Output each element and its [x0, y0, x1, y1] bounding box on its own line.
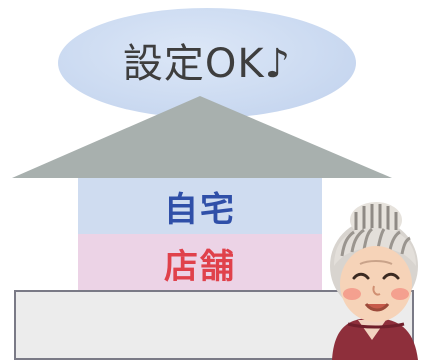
house-upper-floor: 自宅 [78, 178, 322, 234]
bubble-text: 設定OK♪ [122, 41, 292, 87]
upper-floor-label: 自宅 [164, 189, 236, 230]
roof-triangle [12, 96, 392, 178]
house-lower-floor: 店舗 [78, 234, 322, 292]
lower-floor-label: 店舗 [164, 246, 236, 287]
grandmother-icon [330, 202, 418, 360]
